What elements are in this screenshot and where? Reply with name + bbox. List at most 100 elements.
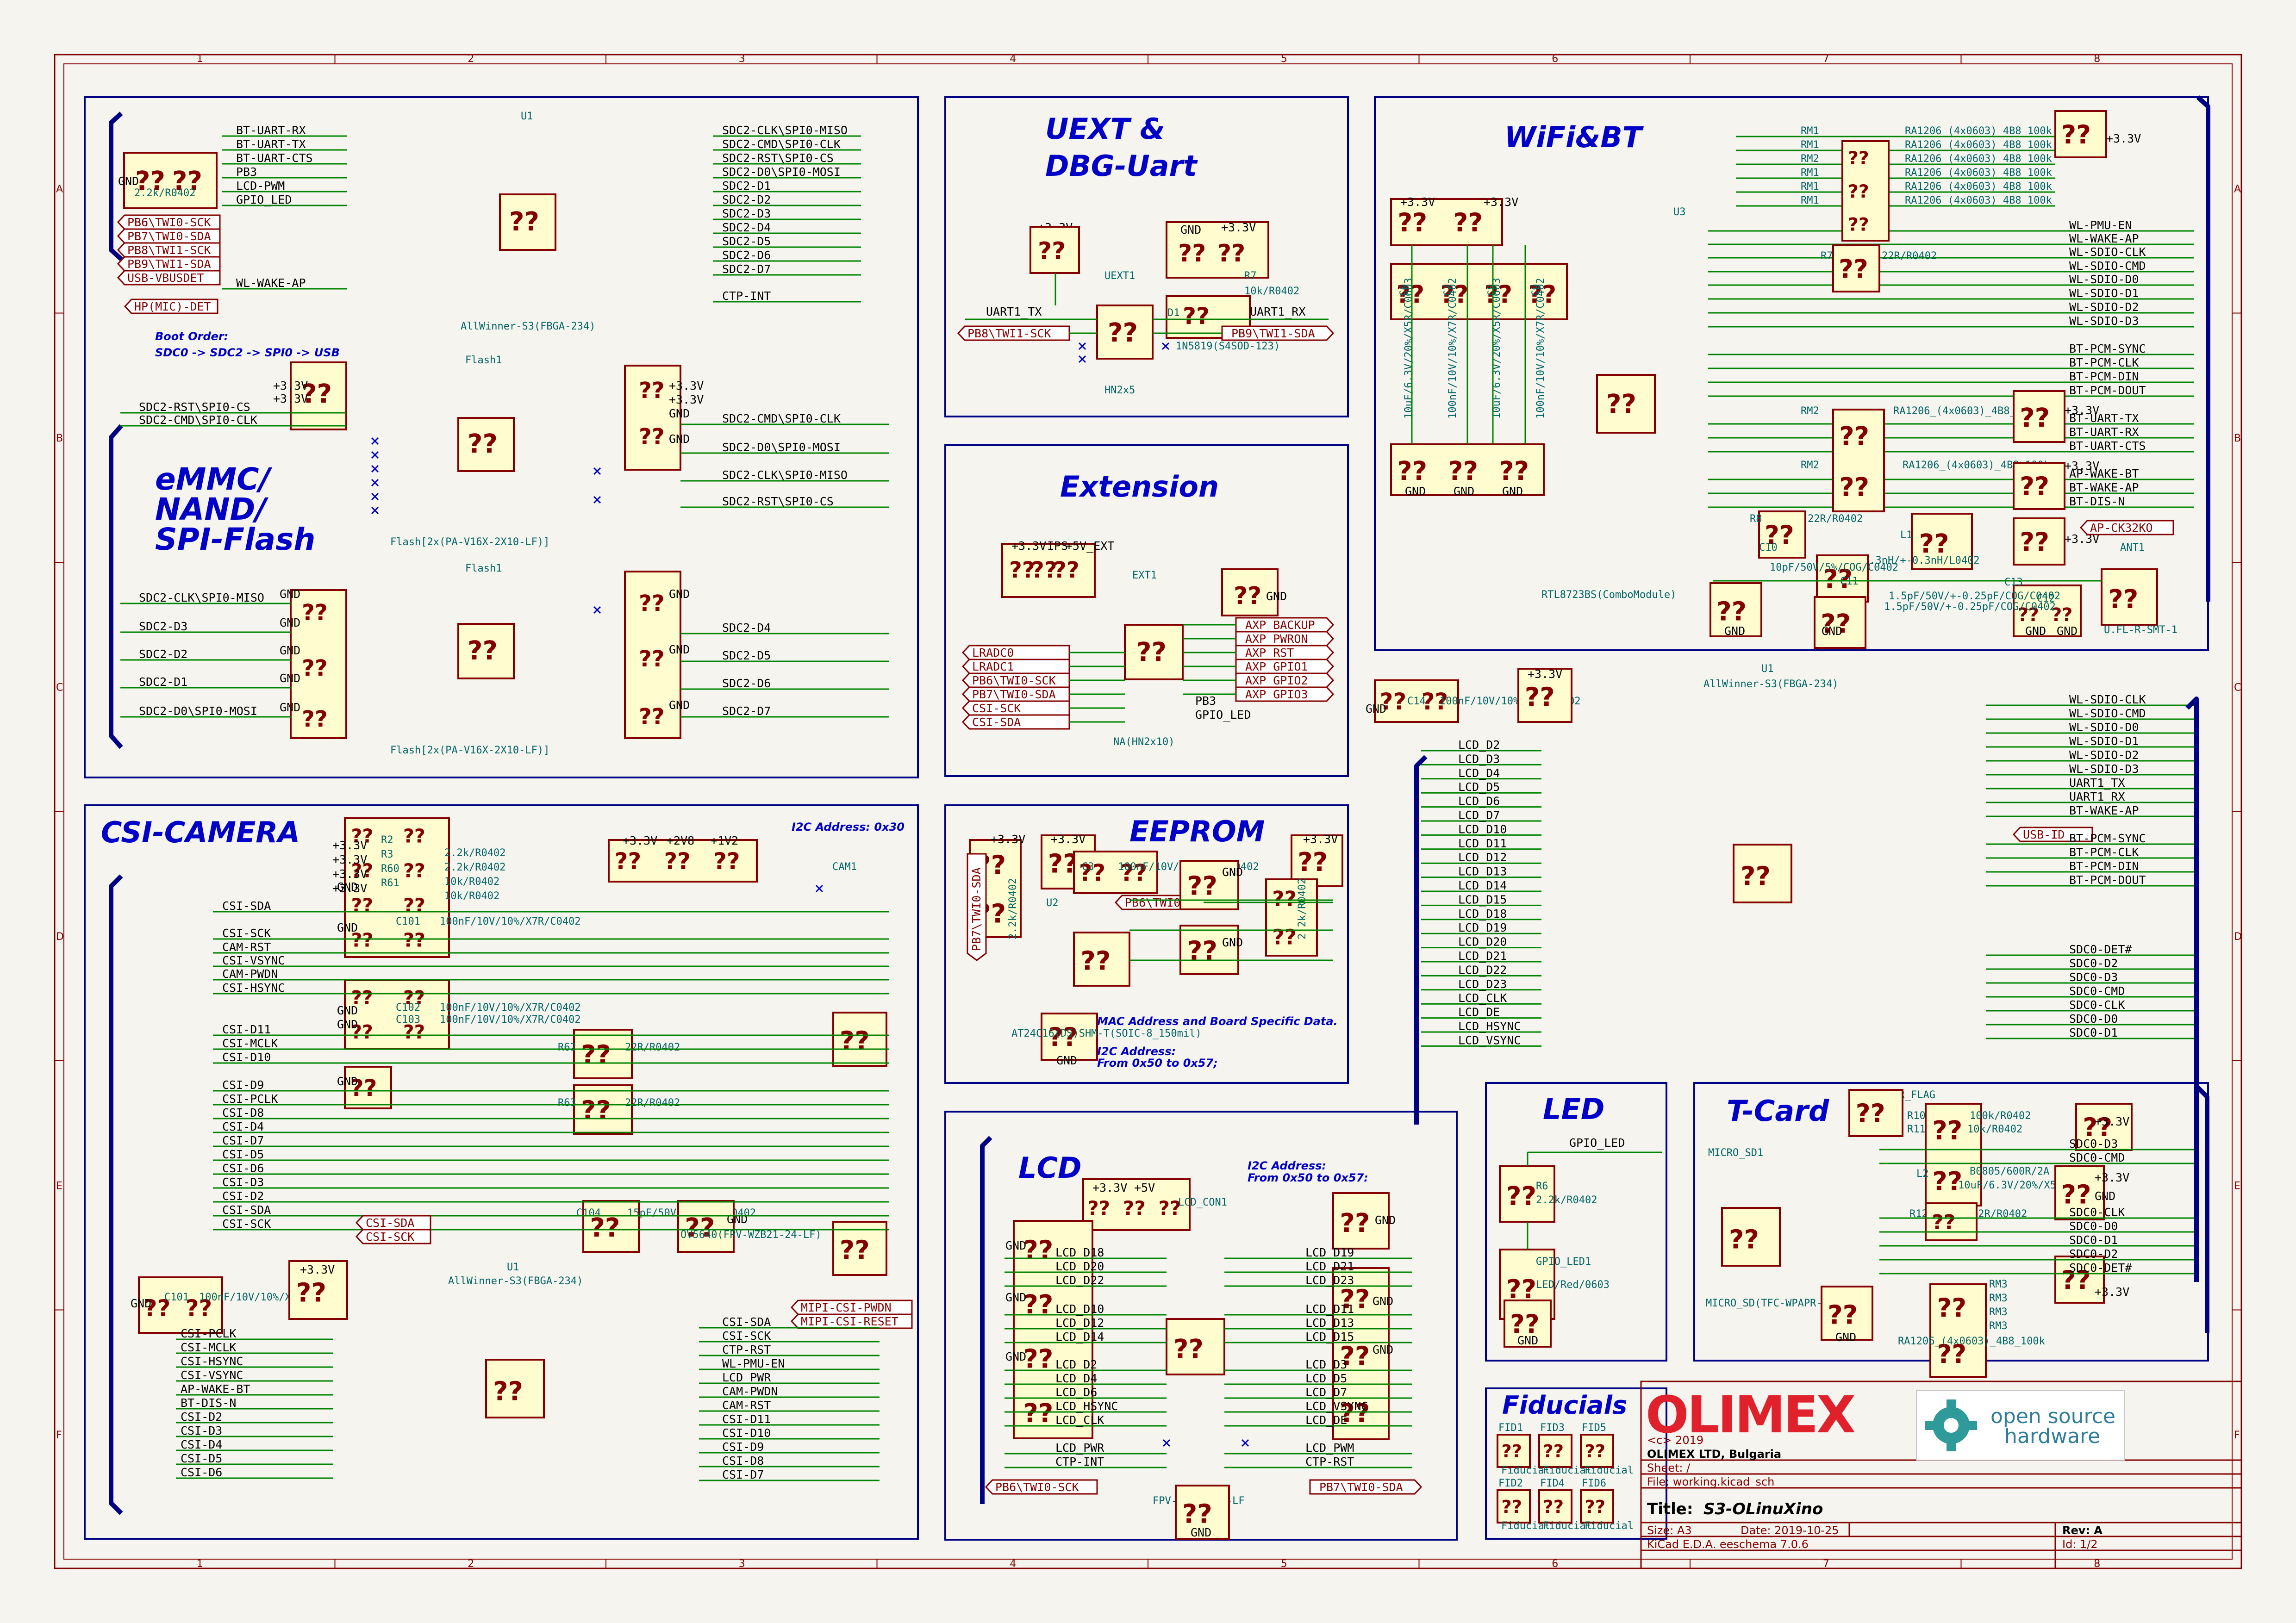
lcd-gnd: GND	[1191, 1526, 1211, 1539]
lcd-gnd: GND	[1373, 1343, 1393, 1356]
wifi-u3-ref: U3	[1673, 206, 1686, 218]
csi-r62-symbol-unknown: ??	[581, 1040, 611, 1070]
csi-u1-right-net: CSI-D10	[722, 1426, 771, 1440]
wifi-rm-symbols	[1841, 140, 1890, 242]
uext-label-left: PB8\TWI1-SCK	[967, 327, 1051, 340]
title-tool: KiCad E.D.A. eeschema 7.0.6	[1647, 1538, 1809, 1551]
svg-text:??: ??	[302, 706, 328, 732]
lcd-left-pins-unknown: ??	[1023, 1235, 1053, 1265]
tcard-gnd-symbol	[1821, 1286, 1873, 1341]
wifi-cap-gnd: GND	[1502, 485, 1523, 498]
frame-row-right: E	[2234, 1180, 2240, 1192]
eeprom-pullup-right-unknown: ??	[1272, 887, 1297, 911]
tcard-sd-value: MICRO_SD(TFC-WPAPR-08)	[1706, 1298, 1841, 1309]
emmc-hp-det-shape	[124, 298, 218, 314]
flash-right-gnd: GND	[669, 587, 690, 601]
wifi-cap-value: 100nF/10V/10%/X7R/C0402	[1535, 278, 1547, 419]
eeprom-i2c-1: I2C Address:	[1097, 1045, 1176, 1058]
csi-block	[84, 804, 919, 1540]
mid-right-net: SDC0-CMD	[2069, 984, 2125, 998]
csi-pwr: +3.3V	[332, 853, 367, 866]
lcd-left-net: LCD_D2	[1055, 1358, 1097, 1371]
mid-right-net: SDC0-D1	[2069, 1026, 2118, 1039]
uext-d1-value: 1N5819(S4SOD-123)	[1176, 341, 1280, 352]
wifi-rm-value: RA1206_(4x0603)_4B8_100k	[1905, 139, 2052, 151]
csi-lower-net: CSI-D5	[222, 1148, 264, 1161]
wifi-rm-value: RA1206_(4x0603)_4B8_100k	[1905, 181, 2052, 193]
csi-u1-cap	[138, 1276, 223, 1334]
no-connect-mark	[371, 506, 379, 515]
wifi-c11-symbol-unknown: ??	[1821, 609, 1851, 639]
mid-right-net: SDC0-DET#	[2069, 943, 2132, 956]
wifi-caps-symbols	[1390, 263, 1568, 320]
extension-value: NA(HN2x10)	[1113, 736, 1174, 748]
led-gnd: GND	[1517, 1334, 1538, 1347]
led-gnd-symbol-unknown: ??	[1510, 1309, 1540, 1339]
wifi-right-net: BT-WAKE-AP	[2069, 481, 2139, 494]
lcd-left-net: LCD_HSYNC	[1055, 1399, 1118, 1413]
emmc-left-net: PB3	[236, 165, 257, 179]
flash-right-bottom-net: SDC2-D4	[722, 621, 771, 634]
svg-text:??: ??	[1038, 237, 1066, 265]
emmc-title-line: SPI-Flash	[155, 522, 315, 557]
emmc-block	[84, 96, 919, 778]
lcd-pwr: +3.3V	[1092, 1181, 1127, 1194]
svg-text:??: ??	[1234, 582, 1261, 610]
mid-right-net: BT-PCM-DOUT	[2069, 873, 2146, 887]
csi-lower-net: CSI-PCLK	[222, 1092, 278, 1106]
extension-right-label: AXP_RST	[1245, 646, 1294, 659]
flash-gnd: GND	[669, 407, 690, 420]
lcd-gnd: GND	[1005, 1350, 1026, 1363]
frame-col-bottom: 2	[468, 1558, 474, 1570]
eeprom-u2-ref: U2	[1046, 897, 1059, 909]
csi-upper-net: CAM-RST	[222, 940, 271, 954]
fiducial-ref: FID4	[1540, 1478, 1565, 1489]
lcd-connector-symbol	[1166, 1318, 1225, 1375]
eeprom-u2-symbol-unknown: ??	[1080, 946, 1111, 976]
eeprom-cap-symbol	[1073, 851, 1158, 894]
lcd-pwr-right: CTP-RST	[1305, 1455, 1354, 1468]
flash-right-top-net: SDC2-CLK\SPI0-MISO	[722, 468, 848, 482]
csi-cap-ref: C101	[164, 1292, 189, 1303]
csi-u1-symbol	[485, 1359, 545, 1418]
no-connect-mark	[371, 492, 379, 501]
emmc-left-label: PB6\TWI0-SCK	[127, 216, 211, 229]
wifi-l1-value: 3.3nH/+-0.3nH/L0402	[1863, 555, 1980, 566]
csi-u1-ref: U1	[507, 1262, 519, 1273]
extension-right-label-shape	[1235, 631, 1335, 647]
led-value: LED/Red/0603	[1536, 1279, 1610, 1291]
lcd-bus	[980, 1136, 992, 1504]
uext-wires	[965, 273, 1329, 334]
tcard-rm3-symbol-unknown: ??	[1937, 1293, 1966, 1323]
tcard-l2-value: B0805/600R/2A	[1970, 1166, 2049, 1177]
emmc-right-net: SDC2-D5	[722, 235, 771, 248]
tcard-rm3-value: RA1206_(4x0603)_4B8_100k	[1898, 1336, 2045, 1347]
csi-c-value: 100nF/10V/10%/X7R/C0402	[440, 1014, 581, 1026]
csi-r-value: 2.2k/R0402	[444, 847, 505, 859]
csi-gnd: GND	[337, 1018, 358, 1031]
uext-label-right-shape	[1221, 325, 1335, 341]
wifi-right-net: BT-UART-CTS	[2069, 439, 2146, 453]
title-size: Size: A3	[1647, 1524, 1692, 1537]
wifi-cap-gnd: GND	[1405, 485, 1426, 498]
wifi-u3-value: RTL8723BS(ComboModule)	[1541, 589, 1676, 601]
frame-row-right: B	[2234, 433, 2241, 444]
csi-u1-right-net: CSI-SDA	[722, 1315, 771, 1329]
csi-gnd: GND	[131, 1297, 151, 1310]
lcd-left-net: LCD_D18	[1055, 1246, 1104, 1259]
flash-right-bottom-net: SDC2-D6	[722, 677, 771, 690]
emmc-left-net: BT-UART-TX	[236, 137, 306, 151]
csi-cap-symbols-unknown: ??	[351, 1021, 373, 1043]
csi-title: CSI-CAMERA	[101, 815, 300, 849]
frame-col-top: 2	[468, 53, 474, 65]
mid-pwr-symbol	[1517, 668, 1572, 723]
extension-gnd: GND	[1266, 590, 1287, 603]
wifi-antenna-symbol	[2101, 568, 2158, 626]
tcard-pwr-a-unknown: ??	[2083, 1113, 2112, 1142]
emmc-left-net: LCD-PWM	[236, 179, 285, 193]
csi-r-value: 10k/R0402	[444, 876, 499, 888]
extension-block	[944, 444, 1349, 777]
csi-gnd-b-unknown: ??	[685, 1213, 715, 1243]
